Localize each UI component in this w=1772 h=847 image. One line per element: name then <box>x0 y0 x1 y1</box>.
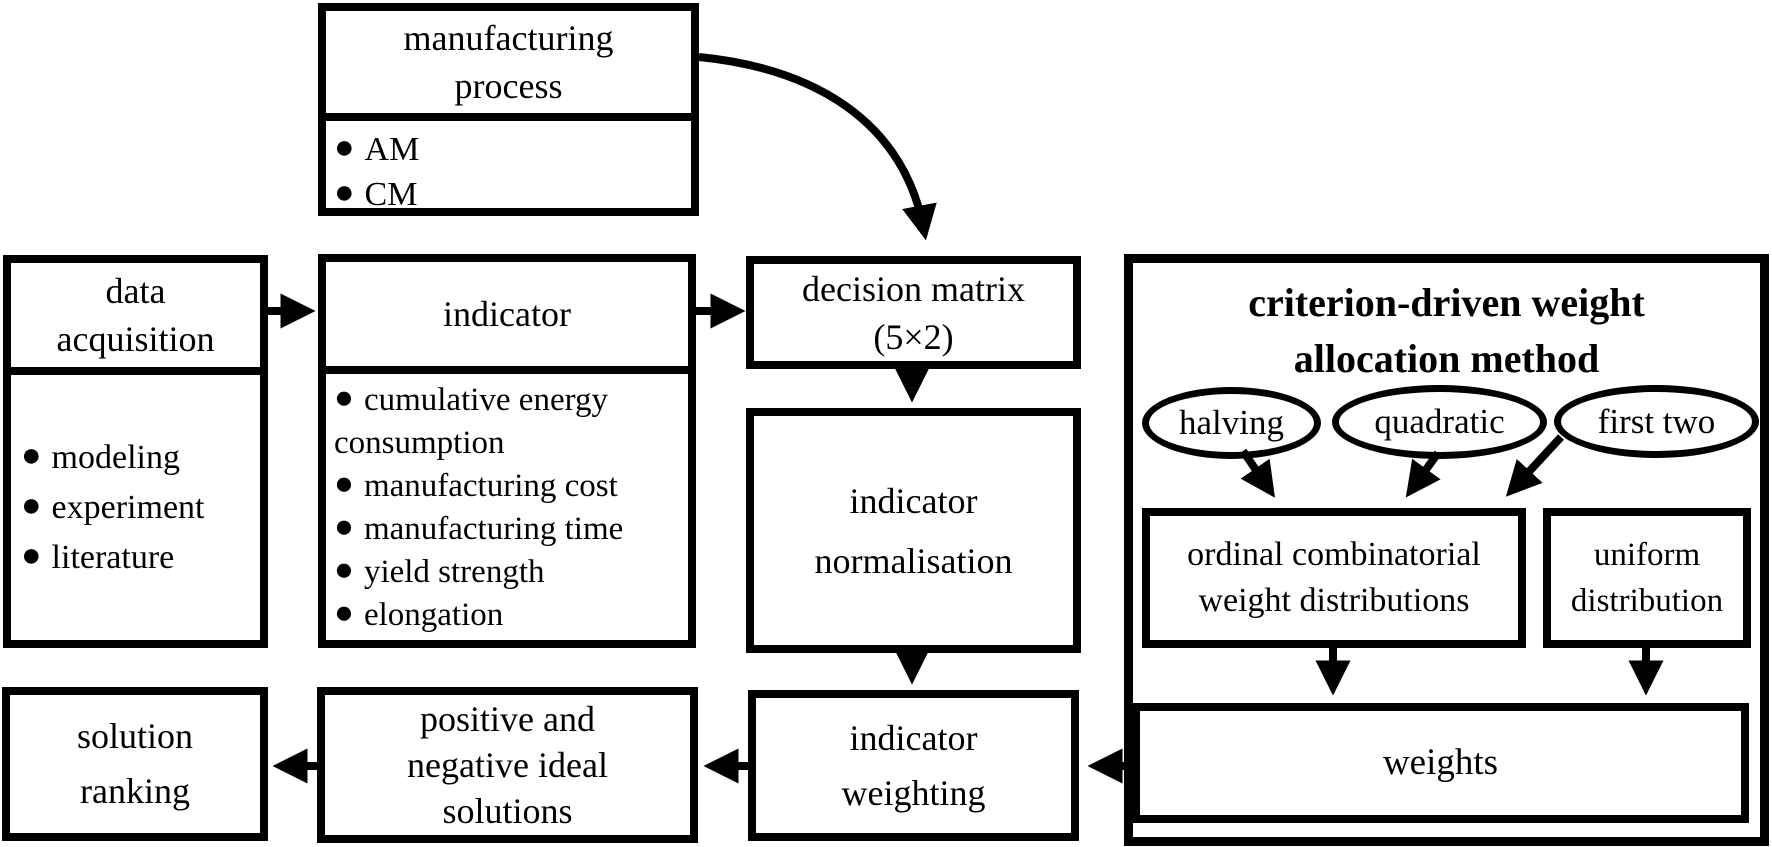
quadratic-ellipse: quadratic <box>1332 385 1547 459</box>
bullet-icon: ● <box>334 552 354 588</box>
box-title-line: positive and <box>420 699 595 739</box>
arrow-manufacturing-process-to-decision-matrix <box>698 53 937 241</box>
bullet-icon: ● <box>21 436 42 474</box>
bullet-label: cumulative energy consumption <box>334 382 608 461</box>
box-title-line: weight distributions <box>1198 582 1470 619</box>
positive-negative-ideal-solutions-box: positive and negative ideal solutions <box>317 687 698 843</box>
bullet-item: ●modeling <box>21 433 260 483</box>
bullet-icon: ● <box>334 466 354 502</box>
box-title-line: (5×2) <box>873 316 954 357</box>
bullet-item: ●CM <box>334 172 691 217</box>
ellipse-label: first two <box>1597 401 1716 441</box>
bullet-label: manufacturing cost <box>363 468 618 504</box>
bullet-label: modeling <box>51 438 180 476</box>
bullet-icon: ● <box>21 486 42 524</box>
box-title-line: weights <box>1382 742 1499 783</box>
indicator-box: indicator ●cumulative energy consumption… <box>318 254 696 648</box>
indicator-title: indicator <box>326 262 688 374</box>
indicator-weighting-box: indicator weighting <box>748 690 1079 841</box>
bullet-icon: ● <box>334 129 355 166</box>
box-title-line: normalisation <box>814 540 1013 581</box>
bullet-label: elongation <box>363 597 504 633</box>
bullet-item: ●yield strength <box>334 551 682 594</box>
box-title-line: acquisition <box>56 319 215 359</box>
bullet-item: ●manufacturing time <box>334 508 682 551</box>
box-title-line: distribution <box>1570 583 1724 619</box>
box-title-line: solutions <box>442 791 573 831</box>
box-title-line: solution <box>76 716 193 756</box>
ellipse-label: quadratic <box>1374 402 1505 441</box>
manufacturing-process-title: manufacturing process <box>326 11 691 121</box>
decision-matrix-box: decision matrix (5×2) <box>746 256 1081 369</box>
weights-box: weights <box>1132 703 1749 823</box>
box-title-line: data <box>105 271 166 311</box>
container-title-line: allocation method <box>1293 336 1600 381</box>
box-title-line: uniform <box>1593 537 1701 573</box>
weight-allocation-title: criterion-driven weight allocation metho… <box>1133 275 1760 387</box>
box-title-line: weighting <box>841 772 986 813</box>
bullet-item: ●elongation <box>334 594 682 637</box>
bullet-label: yield strength <box>363 554 545 590</box>
box-title-line: ordinal combinatorial <box>1187 536 1481 573</box>
bullet-icon: ● <box>21 536 42 574</box>
bullet-label: AM <box>364 131 420 168</box>
bullet-label: experiment <box>51 488 205 526</box>
ellipse-label: halving <box>1179 403 1284 442</box>
solution-ranking-box: solution ranking <box>2 687 268 841</box>
indicator-normalisation-box: indicator normalisation <box>746 408 1081 653</box>
bullet-item: ●literature <box>21 533 260 583</box>
box-title-line: indicator <box>443 294 571 334</box>
bullet-label: manufacturing time <box>363 511 624 547</box>
bullet-icon: ● <box>334 380 354 416</box>
bullet-item: ●experiment <box>21 483 260 533</box>
box-title-line: indicator <box>849 717 978 758</box>
bullet-item: ●manufacturing cost <box>334 465 682 508</box>
container-title-line: criterion-driven weight <box>1248 280 1645 325</box>
bullet-label: literature <box>51 538 175 576</box>
bullet-icon: ● <box>334 509 354 545</box>
box-title-line: negative ideal <box>407 745 608 785</box>
box-title-line: process <box>454 66 563 106</box>
first-two-ellipse: first two <box>1554 385 1759 458</box>
bullet-item: ●cumulative energy consumption <box>334 379 682 465</box>
bullet-item: ●AM <box>334 127 691 172</box>
data-acquisition-box: data acquisition ●modeling ●experiment ●… <box>3 255 268 648</box>
bullet-icon: ● <box>334 595 354 631</box>
halving-ellipse: halving <box>1142 387 1321 459</box>
bullet-label: CM <box>364 176 418 213</box>
bullet-icon: ● <box>334 174 355 211</box>
uniform-distribution-box: uniform distribution <box>1543 508 1751 648</box>
box-title-line: ranking <box>80 771 190 811</box>
box-title-line: decision matrix <box>802 268 1025 309</box>
box-title-line: manufacturing <box>403 18 614 58</box>
box-title-line: indicator <box>849 480 978 521</box>
manufacturing-process-box: manufacturing process ●AM ●CM <box>318 3 699 216</box>
ordinal-combinatorial-box: ordinal combinatorial weight distributio… <box>1142 508 1526 648</box>
data-acquisition-title: data acquisition <box>11 263 260 375</box>
